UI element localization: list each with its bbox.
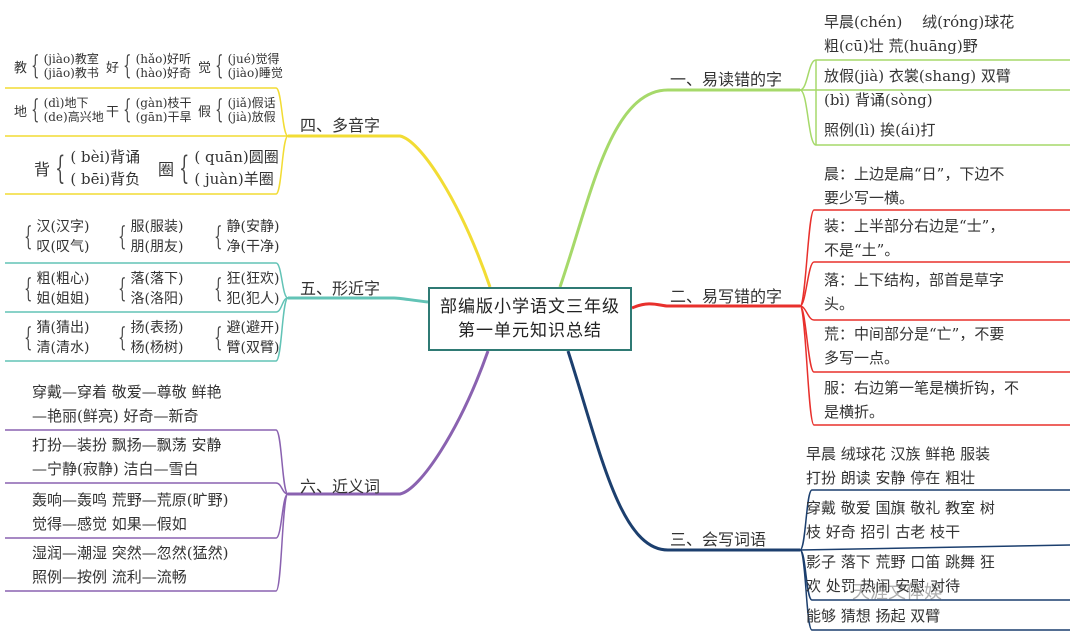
b3-leaf-4: 能够 猜想 扬起 双臂 xyxy=(806,607,941,625)
b2-leaf-3: 落：上下结构，部首是草字头。 xyxy=(824,271,1005,313)
b1-leaf-1: 早晨(chén) 绒(róng)球花粗(cū)壮 荒(huāng)野 xyxy=(824,13,1015,55)
b1-leaf-2: 放假(jià) 衣裳(shang) 双臂(bì) 背诵(sòng) xyxy=(824,67,1011,109)
branch-label-easily-misread: 一、易读错的字 xyxy=(670,70,783,89)
connector-b6 xyxy=(288,350,490,496)
b6-leaf-3: 轰响—轰鸣 荒野—荒原(旷野)觉得—感觉 如果—假如 xyxy=(32,491,229,533)
b5-group-7: {猜(猜出)清(清水) xyxy=(24,320,90,356)
watermark: 天涯文体娱 xyxy=(852,582,942,603)
b4-group-jia: 假{ (jiǎ)假话(jià)放假 xyxy=(198,95,276,125)
b5-group-3: {静(安静)净(干净) xyxy=(214,219,280,255)
b4-group-jiao: 教{ (jiào)教室(jiāo)教书 xyxy=(14,51,99,81)
b6-leaf-2: 打扮—装扮 飘扬—飘荡 安静—宁静(寂静) 洁白—雪白 xyxy=(32,436,222,478)
b5-group-2: {服(服装)朋(朋友) xyxy=(118,219,184,255)
b3-subconnectors xyxy=(799,489,1071,631)
b3-leaf-3: 影子 落下 荒野 口笛 跳舞 狂欢 处罚 热闹 安慰 对待 xyxy=(806,553,995,595)
connector-b3 xyxy=(566,350,800,552)
central-topic-line2: 第一单元知识总结 xyxy=(458,321,602,341)
connector-b5 xyxy=(288,296,429,304)
b5-group-1: {汉(汉字)叹(叹气) xyxy=(24,219,90,255)
b6-leaf-1: 穿戴—穿着 敬爱—尊敬 鲜艳—艳丽(鲜亮) 好奇—新奇 xyxy=(32,383,222,425)
branch-label-polyphones: 四、多音字 xyxy=(300,116,381,135)
connector-b2 xyxy=(631,302,800,310)
b2-leaf-4: 荒：中间部分是“亡”，不要多写一点。 xyxy=(824,325,1005,367)
b4-group-di: 地{ (dì)地下(de)高兴地 xyxy=(14,95,104,125)
b6-leaf-4: 湿润—潮湿 突然—忽然(猛然)照例—按例 流利—流畅 xyxy=(32,544,229,586)
central-topic-line1: 部编版小学语文三年级 xyxy=(440,297,620,317)
branch-label-easily-miswritten: 二、易写错的字 xyxy=(670,287,783,306)
b5-group-8: {扬(表扬)杨(杨树) xyxy=(118,320,184,356)
b5-subconnectors xyxy=(5,262,289,362)
b2-leaf-5: 服：右边第一笔是横折钩，不是横折。 xyxy=(824,379,1020,421)
b5-group-5: {落(落下)洛(洛阳) xyxy=(118,271,184,307)
connector-b1 xyxy=(558,88,800,288)
branch-label-writable-words: 三、会写词语 xyxy=(670,530,767,549)
b5-group-9: {避(避开)臂(双臂) xyxy=(214,320,280,356)
b3-leaf-1: 早晨 绒球花 汉族 鲜艳 服装打扮 朗读 安静 停在 粗壮 xyxy=(806,445,991,487)
b4-group-hao: 好{ (hǎo)好听(hào)好奇 xyxy=(106,51,192,81)
b1-leaf-3: 照例(lì) 挨(ái)打 xyxy=(824,121,936,139)
b4-group-gan: 干{ (gàn)枝干(gān)干旱 xyxy=(106,95,192,125)
b4-group-quan: 圈{ ( quān)圆圈( juàn)羊圈 xyxy=(158,148,279,188)
b1-subconnectors xyxy=(799,59,1070,146)
branch-label-similar-shapes: 五、形近字 xyxy=(300,279,381,298)
b3-leaf-2: 穿戴 敬爱 国旗 敬礼 教室 树枝 好奇 招引 古老 枝干 xyxy=(806,499,995,541)
b4-subconnectors xyxy=(5,87,289,195)
branch-label-synonyms: 六、近义词 xyxy=(300,477,381,496)
b6-subconnectors xyxy=(5,429,289,592)
connector-b4 xyxy=(288,134,492,288)
b4-group-jue: 觉{ (jué)觉得(jiào)睡觉 xyxy=(198,51,283,81)
b5-group-4: {粗(粗心)姐(姐姐) xyxy=(24,271,90,307)
central-topic: 部编版小学语文三年级 第一单元知识总结 xyxy=(428,287,632,351)
b2-subconnectors xyxy=(799,209,1070,426)
b2-leaf-2: 装：上半部分右边是“士”，不是“土”。 xyxy=(824,217,1005,259)
b2-leaf-1: 晨：上边是扁“日”，下边不要少写一横。 xyxy=(824,165,1005,207)
b4-group-bei: 背{ ( bèi)背诵( bēi)背负 xyxy=(34,148,141,188)
b5-group-6: {狂(狂欢)犯(犯人) xyxy=(214,271,280,307)
